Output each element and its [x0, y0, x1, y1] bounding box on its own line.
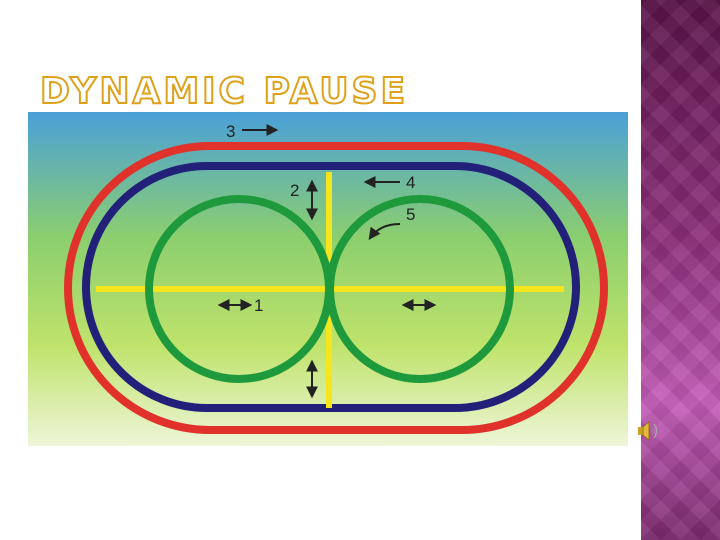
- outer-red-track: [64, 142, 608, 434]
- label-4: 4: [406, 173, 415, 192]
- label-5: 5: [406, 205, 415, 224]
- label-1: 1: [254, 296, 263, 315]
- right-green-circle: [326, 195, 514, 383]
- label-2: 2: [290, 181, 299, 200]
- slide-title: DYNAMIC PAUSE: [39, 71, 409, 113]
- arrow-5: [368, 223, 401, 240]
- decorative-side-panel: [641, 0, 720, 540]
- label-3: 3: [226, 122, 235, 141]
- track-diagram: 3 2 4 5 1: [28, 112, 628, 446]
- speaker-icon[interactable]: [636, 420, 662, 442]
